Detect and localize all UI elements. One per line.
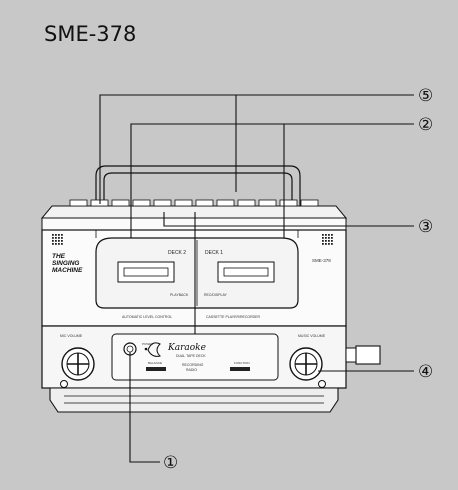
balance-label: BALANCE [148, 361, 162, 365]
music-volume-knob[interactable] [289, 347, 323, 381]
deck-key[interactable] [195, 199, 214, 207]
callout-2: ② [418, 115, 433, 135]
karaoke-logo: Karaoke [167, 343, 206, 353]
mic-volume-label: MIC VOLUME [60, 334, 83, 338]
brand-line-2: SINGING [52, 260, 79, 267]
callout-5: ⑤ [418, 86, 433, 106]
deck-key[interactable] [300, 199, 319, 207]
brand-line-3: MACHINE [52, 267, 83, 274]
brand-line-1: THE [52, 253, 66, 260]
cassette-label: CASSETTE PLAYER/RECORDER [206, 315, 260, 319]
rec-play-label: REC/DISPLAY [204, 293, 228, 297]
mic-volume-knob[interactable] [61, 347, 95, 381]
brand-mark: THE SINGING MACHINE [52, 253, 83, 274]
leader-lines [99, 94, 414, 463]
recording-label: RECORDING [182, 363, 204, 367]
mic-jack-left[interactable] [60, 380, 68, 388]
speaker-grille-left [52, 234, 63, 245]
model-label-small: SME-378 [312, 258, 331, 263]
deck-key[interactable] [174, 199, 193, 207]
deck-key[interactable] [279, 199, 298, 207]
deck-key[interactable] [153, 199, 172, 207]
callout-1: ① [163, 453, 178, 473]
deck-key[interactable] [237, 199, 256, 207]
mic-jack-right[interactable] [318, 380, 326, 388]
callout-3: ③ [418, 217, 433, 237]
deck-key[interactable] [258, 199, 277, 207]
power-label: POWER [142, 342, 154, 346]
top-panel [40, 205, 348, 231]
music-volume-label: MUSIC VOLUME [298, 334, 326, 338]
deck-key[interactable] [216, 199, 235, 207]
deck1-label: DECK 1 [205, 250, 223, 256]
deck-key[interactable] [111, 199, 130, 207]
power-indicator [144, 347, 148, 351]
callout-4: ④ [418, 362, 433, 382]
deck2-label: DECK 2 [168, 250, 186, 256]
speaker-grille-right [322, 234, 333, 245]
deck-key[interactable] [69, 199, 88, 207]
carry-handle [95, 165, 301, 206]
deck-buttons [69, 199, 319, 207]
control-panel: Karaoke DUAL TAPE DECK RECORDING RADIO P… [111, 333, 279, 381]
cassette-window [95, 237, 299, 309]
auto-level-label: AUTOMATIC LEVEL CONTROL [122, 315, 172, 319]
side-connector [345, 345, 381, 365]
balance-slider[interactable] [146, 367, 166, 371]
model-title: SME-378 [44, 22, 137, 46]
playback-label: PLAYBACK [170, 293, 189, 297]
function-switch[interactable] [230, 367, 250, 371]
radio-label: RADIO [186, 368, 197, 372]
deck-key[interactable] [132, 199, 151, 207]
function-label: FUNCTION [234, 361, 250, 365]
logo-subtitle: DUAL TAPE DECK [176, 354, 206, 358]
